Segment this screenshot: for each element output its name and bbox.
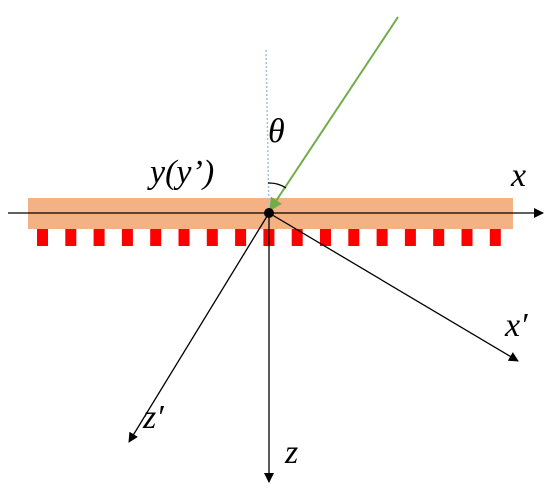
- theta-label: θ: [268, 113, 285, 150]
- surface-normal-line: [265, 49, 270, 214]
- grating-tooth: [150, 229, 162, 246]
- y-axis-label: y(y’): [147, 154, 214, 191]
- x-prime-axis-label: x′: [504, 307, 528, 344]
- grating-tooth: [65, 229, 77, 246]
- grating-tooth: [121, 229, 133, 246]
- theta-angle-arc: [267, 182, 287, 189]
- grating-tooth: [291, 229, 303, 246]
- grating-tooth: [235, 229, 247, 246]
- grating-tooth: [433, 229, 445, 246]
- origin-point: [264, 208, 274, 218]
- incident-beam-arrow: [269, 16, 399, 212]
- x-axis-label: x: [510, 157, 526, 194]
- grating-tooth: [461, 229, 473, 246]
- grating-teeth: [37, 229, 501, 246]
- z-prime-axis-arrow: [128, 212, 270, 443]
- grating-tooth: [93, 229, 105, 246]
- grating-tooth: [404, 229, 416, 246]
- z-axis-label: z: [284, 434, 298, 471]
- grating-tooth: [489, 229, 501, 246]
- grating-tooth: [348, 229, 360, 246]
- grating-tooth: [178, 229, 190, 246]
- grating-tooth: [206, 229, 218, 246]
- grating-tooth: [376, 229, 388, 246]
- x-prime-axis-arrow: [268, 212, 519, 362]
- grating-tooth: [37, 229, 48, 246]
- z-prime-axis-label: z′: [142, 399, 164, 436]
- grating-tooth: [320, 229, 331, 246]
